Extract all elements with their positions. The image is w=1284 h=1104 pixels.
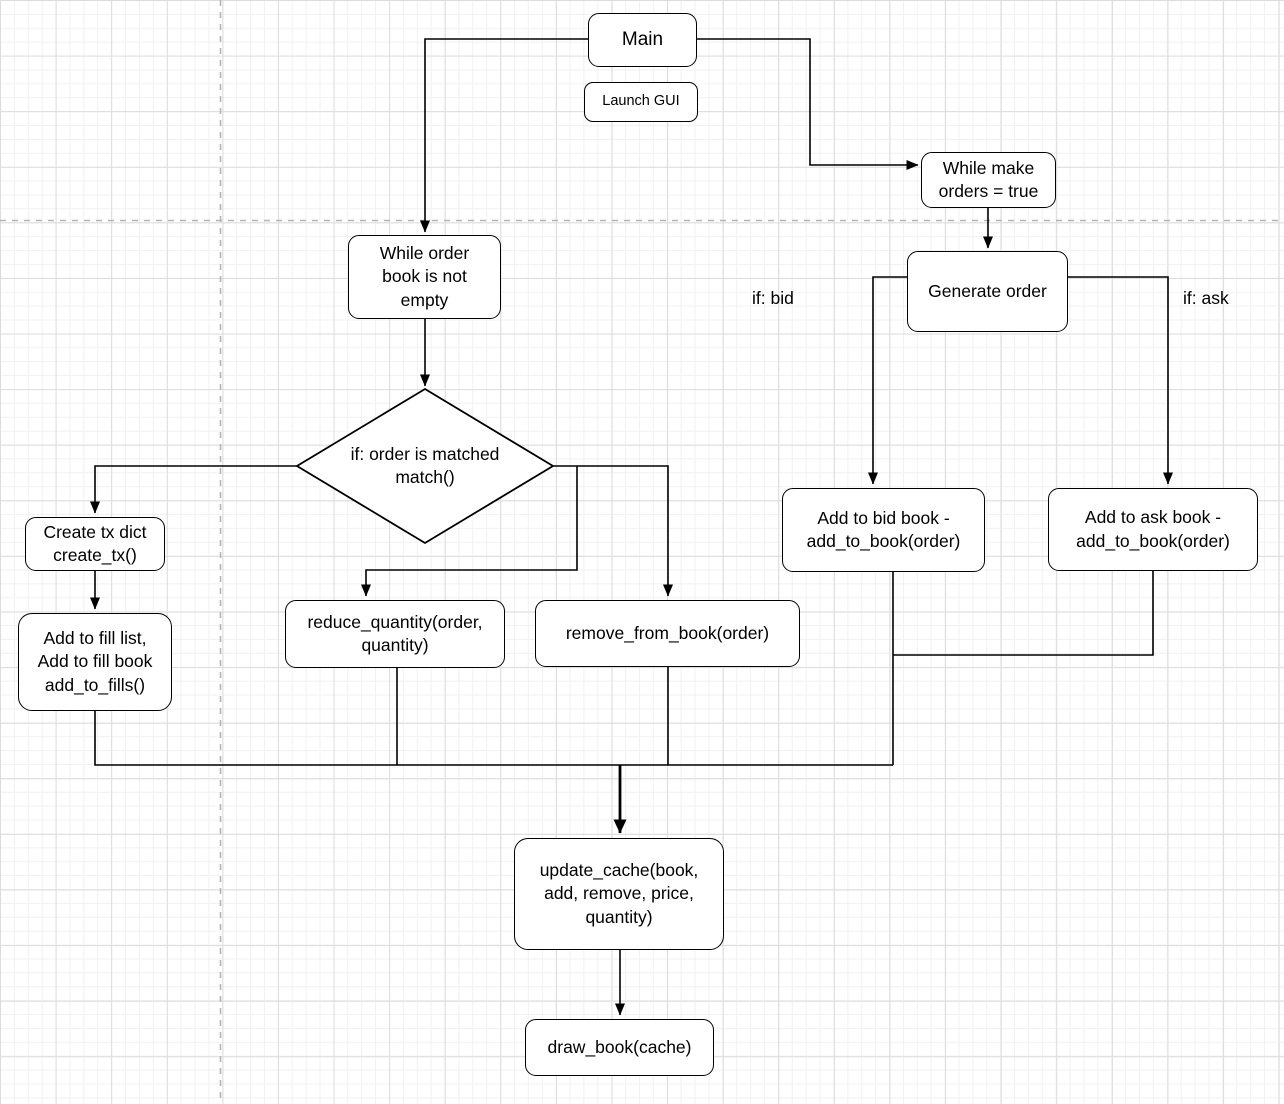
node-main[interactable]: Main bbox=[588, 13, 697, 67]
node-create-tx[interactable]: Create tx dict create_tx() bbox=[25, 517, 165, 571]
node-launch-gui[interactable]: Launch GUI bbox=[584, 82, 698, 122]
node-while-order-book[interactable]: While order book is not empty bbox=[348, 235, 501, 319]
node-reduce-quantity-label: reduce_quantity(order, quantity) bbox=[307, 611, 483, 655]
node-while-order-book-label: While order book is not empty bbox=[379, 243, 470, 310]
node-remove-from-book[interactable]: remove_from_book(order) bbox=[535, 600, 800, 667]
edge-decision-to-create-tx[interactable] bbox=[90, 465, 298, 514]
node-add-ask-book-label: Add to ask book - add_to_book(order) bbox=[1076, 507, 1230, 551]
node-update-cache-label: update_cache(book, add, remove, price, q… bbox=[539, 860, 699, 927]
node-add-fills-label: Add to fill list, Add to fill book add_t… bbox=[37, 628, 153, 695]
edge-generate-to-bid-book[interactable] bbox=[868, 276, 907, 485]
edge-main-to-while-order-book[interactable] bbox=[420, 38, 588, 233]
edge-generate-to-ask-book[interactable] bbox=[1068, 276, 1173, 485]
node-decision-label-box[interactable]: if: order is matched match() bbox=[325, 438, 525, 494]
node-draw-book[interactable]: draw_book(cache) bbox=[525, 1019, 714, 1076]
node-add-ask-book[interactable]: Add to ask book - add_to_book(order) bbox=[1048, 488, 1258, 571]
node-update-cache[interactable]: update_cache(book, add, remove, price, q… bbox=[514, 838, 724, 950]
decision-diamond[interactable] bbox=[295, 387, 555, 545]
node-remove-from-book-label: remove_from_book(order) bbox=[565, 622, 770, 643]
node-generate-order-label: Generate order bbox=[928, 280, 1047, 301]
edge-decision-to-reduce-quantity[interactable] bbox=[361, 466, 578, 597]
edge-decision-to-remove-from-book[interactable] bbox=[552, 465, 673, 597]
edge-label-if-ask: if: ask bbox=[1183, 288, 1229, 308]
node-decision-label: if: order is matched match() bbox=[350, 443, 500, 487]
node-launch-gui-label: Launch GUI bbox=[602, 93, 680, 110]
node-add-bid-book[interactable]: Add to bid book - add_to_book(order) bbox=[782, 488, 985, 572]
edge-merge-bus[interactable] bbox=[94, 711, 893, 766]
node-draw-book-label: draw_book(cache) bbox=[547, 1036, 692, 1057]
node-generate-order[interactable]: Generate order bbox=[907, 251, 1068, 332]
edge-main-to-while-make-orders[interactable] bbox=[697, 38, 919, 170]
node-add-bid-book-label: Add to bid book - add_to_book(order) bbox=[806, 507, 961, 551]
node-while-make-orders[interactable]: While make orders = true bbox=[921, 152, 1056, 208]
edge-label-if-bid: if: bid bbox=[752, 288, 794, 308]
node-while-make-orders-label: While make orders = true bbox=[938, 157, 1039, 201]
node-reduce-quantity[interactable]: reduce_quantity(order, quantity) bbox=[285, 600, 505, 668]
node-add-fills[interactable]: Add to fill list, Add to fill book add_t… bbox=[18, 613, 172, 711]
node-main-label: Main bbox=[621, 29, 664, 51]
edge-ask-book-join[interactable] bbox=[893, 571, 1154, 656]
node-create-tx-label: Create tx dict create_tx() bbox=[43, 521, 147, 565]
